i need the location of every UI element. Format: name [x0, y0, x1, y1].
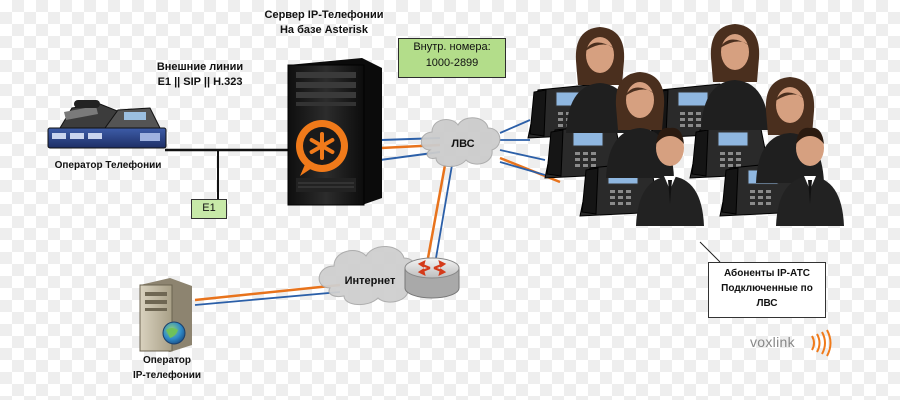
pbx-desk-phone-icon	[47, 100, 167, 149]
internal-numbers-line1: Внутр. номера:	[413, 41, 491, 53]
ipop-internet-blue	[194, 291, 341, 306]
ip-phone-icon	[544, 123, 626, 179]
ip-operator-label: Оператор IP-телефонии	[112, 353, 222, 383]
ip-operator-line1: Оператор	[142, 355, 192, 366]
asterisk-logo-icon	[296, 120, 348, 176]
voxlink-logo-text: voxlink	[750, 334, 795, 350]
male-user-icon	[636, 127, 704, 226]
lan-router-blue	[435, 164, 453, 259]
pc-server-globe-icon	[139, 278, 192, 352]
male-user-icon	[776, 127, 844, 226]
e1-box: E1	[191, 199, 227, 219]
external-lines-line2: E1 || SIP || H.323	[157, 76, 243, 88]
subscribers-leader-line	[699, 241, 721, 263]
server-label: Сервер IP-Телефонии На базе Asterisk	[236, 8, 412, 38]
female-user-icon	[701, 24, 769, 130]
internet-cloud: Интернет	[318, 246, 418, 305]
subscribers-people	[566, 24, 844, 226]
server-label-line2: На базе Asterisk	[279, 24, 369, 36]
router-icon	[404, 257, 460, 299]
subscribers-line1: Абоненты IP-АТС	[723, 268, 811, 279]
internal-numbers-box: Внутр. номера: 1000-2899	[398, 38, 506, 78]
subscribers-line2: Подключенные по	[721, 283, 813, 294]
voxlink-logo-icon	[811, 329, 832, 357]
internal-numbers-line2: 1000-2899	[425, 57, 479, 69]
lan-phone-5	[499, 161, 546, 176]
operator-telephony-label: Оператор Телефонии	[54, 160, 162, 171]
ip-operator-line2: IP-телефонии	[132, 370, 202, 381]
lan-phone-1	[499, 119, 531, 134]
lan-cloud: ЛВС	[420, 117, 501, 167]
ipop-internet-orange	[194, 283, 341, 302]
external-lines-line1: Внешние линии	[156, 61, 244, 73]
lan-phone-3	[499, 149, 546, 161]
server-label-line1: Сервер IP-Телефонии	[264, 9, 384, 21]
external-lines-label: Внешние линии E1 || SIP || H.323	[130, 60, 270, 90]
internet-cloud-label: Интернет	[345, 275, 396, 287]
subscribers-line3: ЛВС	[756, 298, 778, 309]
subscribers-box: Абоненты IP-АТС Подключенные по ЛВС	[708, 262, 826, 318]
lan-cloud-label: ЛВС	[451, 138, 474, 150]
lan-router-orange	[426, 164, 447, 259]
connection-lines	[165, 119, 561, 306]
